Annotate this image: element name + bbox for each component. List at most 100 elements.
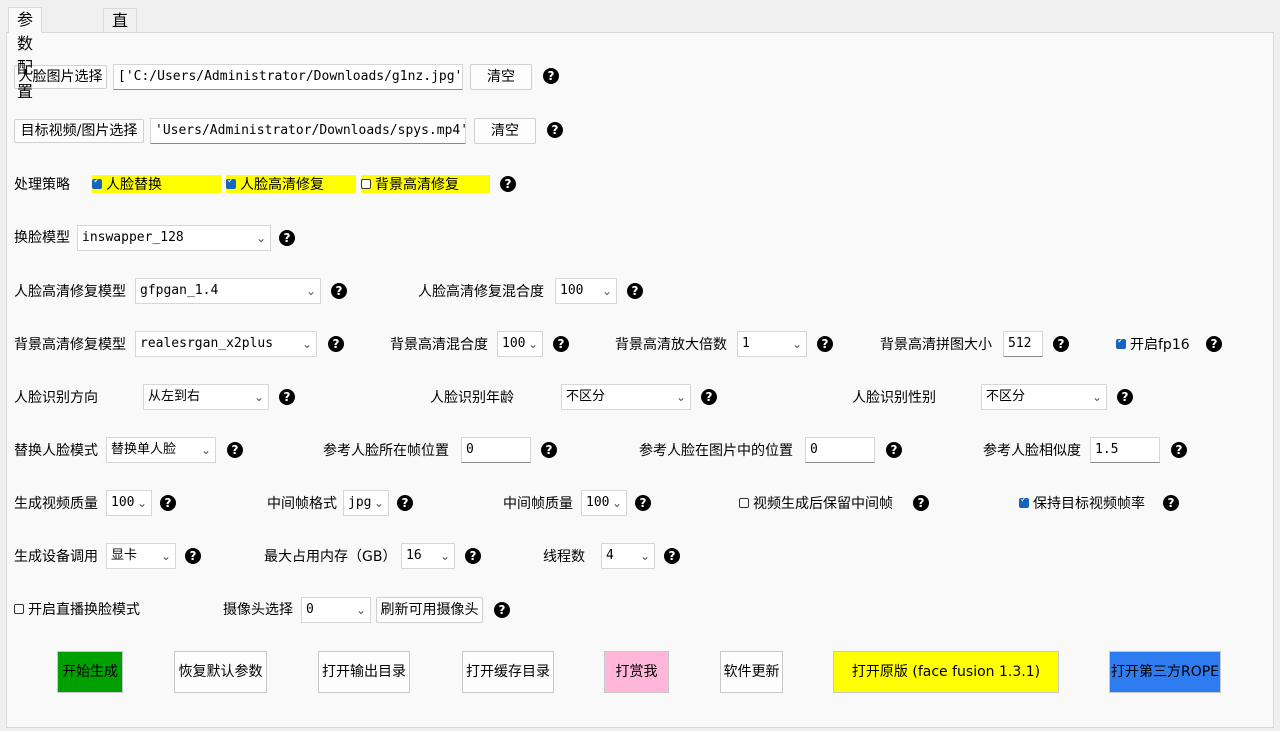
strategy-label: 处理策略 (14, 177, 70, 193)
face-enhance-checkbox[interactable]: 人脸高清修复 (226, 175, 356, 193)
help-icon[interactable]: ? (279, 389, 295, 405)
help-icon[interactable]: ? (635, 495, 651, 511)
help-icon[interactable]: ? (494, 602, 510, 618)
help-icon[interactable]: ? (664, 548, 680, 564)
bg-blend-label: 背景高清混合度 (390, 337, 488, 353)
face-direction-value: 从左到右 (148, 389, 201, 404)
open-rope-button[interactable]: 打开第三方ROPE (1109, 651, 1221, 693)
help-icon[interactable]: ? (543, 68, 559, 84)
face-image-path-field[interactable]: ['C:/Users/Administrator/Downloads/g1nz.… (113, 64, 463, 90)
help-icon[interactable]: ? (913, 495, 929, 511)
threads-value: 4 (606, 548, 614, 563)
live-mode-checkbox[interactable]: 开启直播换脸模式 (14, 600, 140, 618)
face-blend-select[interactable]: 100⌄ (555, 278, 617, 304)
help-icon[interactable]: ? (1171, 442, 1187, 458)
chevron-down-icon: ⌄ (160, 549, 172, 563)
tab-params[interactable]: 参数配置 (8, 7, 43, 101)
fp16-label: 开启fp16 (1130, 337, 1190, 353)
ref-similarity-field[interactable]: 1.5 (1090, 437, 1160, 463)
replace-mode-select[interactable]: 替换单人脸⌄ (106, 437, 216, 463)
keep-frames-checkbox[interactable]: 视频生成后保留中间帧 (739, 494, 893, 512)
target-path-field[interactable]: 'Users/Administrator/Downloads/spys.mp4'… (150, 118, 466, 144)
help-icon[interactable]: ? (185, 548, 201, 564)
ref-frame-field[interactable]: 0 (461, 437, 531, 463)
help-icon[interactable]: ? (465, 548, 481, 564)
open-original-button[interactable]: 打开原版 (face fusion 1.3.1) (833, 651, 1059, 693)
frame-format-value: jpg (348, 495, 372, 510)
fp16-checkbox[interactable]: 开启fp16 (1116, 335, 1190, 353)
chevron-down-icon: ⌄ (200, 443, 212, 457)
help-icon[interactable]: ? (1206, 336, 1222, 352)
chevron-down-icon: ⌄ (791, 337, 803, 351)
face-enhance-model-select[interactable]: gfpgan_1.4⌄ (135, 278, 321, 304)
keep-fps-checkbox[interactable]: 保持目标视频帧率 (1019, 494, 1145, 512)
chevron-down-icon: ⌄ (136, 496, 148, 510)
threads-select[interactable]: 4⌄ (601, 543, 655, 569)
checkbox-unchecked-icon (739, 498, 749, 508)
help-icon[interactable]: ? (397, 495, 413, 511)
camera-select[interactable]: 0⌄ (301, 597, 371, 623)
face-image-select-button[interactable]: 人脸图片选择 (14, 65, 107, 89)
swap-model-select[interactable]: inswapper_128⌄ (77, 225, 271, 251)
face-swap-checkbox[interactable]: 人脸替换 (92, 175, 221, 193)
help-icon[interactable]: ? (701, 389, 717, 405)
ref-position-field[interactable]: 0 (805, 437, 875, 463)
bg-enhance-model-select[interactable]: realesrgan_x2plus⌄ (135, 331, 317, 357)
help-icon[interactable]: ? (500, 176, 516, 192)
help-icon[interactable]: ? (547, 122, 563, 138)
refresh-camera-button[interactable]: 刷新可用摄像头 (376, 597, 483, 623)
bg-enhance-checkbox[interactable]: 背景高清修复 (361, 175, 490, 193)
open-output-button[interactable]: 打开输出目录 (318, 651, 410, 693)
frame-quality-select[interactable]: 100⌄ (581, 490, 627, 516)
bg-tile-field[interactable]: 512 (1003, 331, 1043, 357)
ref-position-label: 参考人脸在图片中的位置 (639, 443, 793, 459)
device-value: 显卡 (111, 548, 138, 563)
frame-format-select[interactable]: jpg⌄ (343, 490, 389, 516)
face-blend-label: 人脸高清修复混合度 (418, 284, 544, 300)
target-select-button[interactable]: 目标视频/图片选择 (14, 119, 144, 143)
swap-model-label: 换脸模型 (14, 230, 70, 246)
start-button[interactable]: 开始生成 (57, 651, 123, 693)
help-icon[interactable]: ? (886, 442, 902, 458)
video-quality-label: 生成视频质量 (14, 496, 98, 512)
target-clear-button[interactable]: 清空 (474, 118, 536, 144)
help-icon[interactable]: ? (328, 336, 344, 352)
help-icon[interactable]: ? (541, 442, 557, 458)
device-label: 生成设备调用 (14, 549, 98, 565)
help-icon[interactable]: ? (331, 283, 347, 299)
help-icon[interactable]: ? (627, 283, 643, 299)
help-icon[interactable]: ? (1117, 389, 1133, 405)
help-icon[interactable]: ? (227, 442, 243, 458)
update-button[interactable]: 软件更新 (720, 651, 783, 693)
bg-scale-select[interactable]: 1⌄ (737, 331, 807, 357)
restore-defaults-button[interactable]: 恢复默认参数 (174, 651, 267, 693)
face-image-clear-button[interactable]: 清空 (470, 64, 532, 90)
face-swap-label: 人脸替换 (106, 177, 162, 193)
frame-format-label: 中间帧格式 (267, 496, 337, 512)
face-gender-select[interactable]: 不区分⌄ (981, 384, 1107, 410)
checkbox-checked-icon (92, 176, 102, 189)
video-quality-select[interactable]: 100⌄ (106, 490, 152, 516)
frame-quality-label: 中间帧质量 (503, 496, 573, 512)
help-icon[interactable]: ? (553, 336, 569, 352)
face-direction-select[interactable]: 从左到右⌄ (143, 384, 269, 410)
donate-button[interactable]: 打赏我 (604, 651, 669, 693)
chevron-down-icon: ⌄ (639, 549, 651, 563)
help-icon[interactable]: ? (279, 230, 295, 246)
face-age-select[interactable]: 不区分 ⌄ (561, 384, 691, 410)
frame-quality-value: 100 (586, 495, 610, 510)
tab-live[interactable]: 直播窗口 (103, 8, 138, 102)
help-icon[interactable]: ? (817, 336, 833, 352)
chevron-down-icon: ⌄ (675, 390, 687, 404)
bg-blend-select[interactable]: 100⌄ (497, 331, 543, 357)
checkbox-checked-icon (1019, 495, 1029, 508)
help-icon[interactable]: ? (1163, 495, 1179, 511)
help-icon[interactable]: ? (160, 495, 176, 511)
face-age-value: 不区分 (566, 389, 606, 404)
bg-enhance-model-value: realesrgan_x2plus (140, 336, 274, 351)
max-memory-select[interactable]: 16⌄ (401, 543, 455, 569)
help-icon[interactable]: ? (1053, 336, 1069, 352)
device-select[interactable]: 显卡 ⌄ (106, 543, 176, 569)
chevron-down-icon: ⌄ (305, 284, 317, 298)
open-cache-button[interactable]: 打开缓存目录 (462, 651, 554, 693)
